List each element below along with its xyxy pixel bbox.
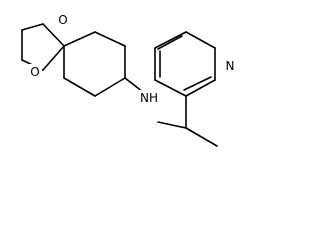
bond: [157, 121, 187, 129]
bond: [42, 23, 65, 47]
cyclohexane-ring: [63, 31, 126, 97]
atom-label-bg: [136, 90, 162, 106]
dioxolane-ring: [21, 23, 65, 71]
bond: [63, 77, 96, 97]
bond: [63, 31, 96, 47]
atom-labels: O O NH N: [28, 12, 238, 106]
amine-linkage: [124, 77, 218, 147]
ether-oxygen-lower-label: O: [30, 65, 39, 79]
molecule-structure: O O NH N: [21, 12, 238, 147]
bond: [185, 31, 216, 49]
double-bond: [183, 76, 212, 91]
bond: [21, 23, 44, 31]
amine-nh-label: NH: [140, 91, 158, 105]
ether-oxygen-upper-label: O: [58, 13, 67, 27]
bond: [124, 77, 144, 93]
bond: [94, 77, 126, 97]
bond: [185, 79, 216, 97]
bond: [94, 31, 126, 47]
bond: [42, 45, 65, 71]
atom-label-bg: [56, 12, 70, 28]
pyridine-ring: [154, 31, 216, 97]
bond: [154, 31, 187, 49]
atom-label-bg: [28, 64, 42, 80]
pyridine-nitrogen-label: N: [226, 59, 235, 73]
bond: [154, 79, 187, 97]
double-bond: [157, 35, 183, 50]
bond: [185, 127, 218, 147]
atom-label-bg: [222, 58, 238, 74]
